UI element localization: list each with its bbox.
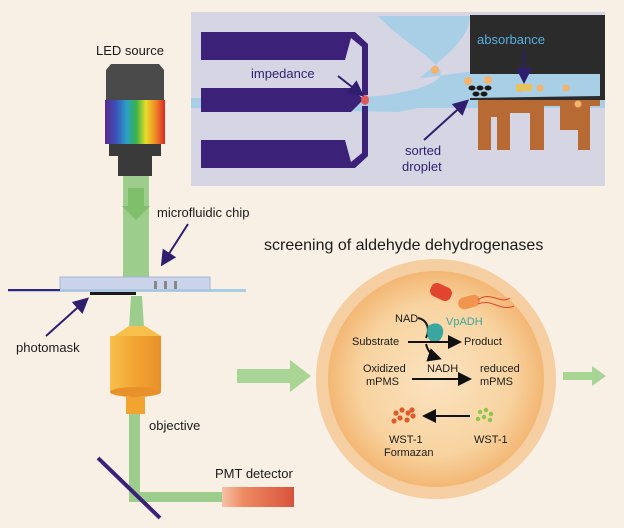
nadh-label: NADH [427,363,458,375]
led-lens-mount [118,156,152,176]
objective-label: objective [149,418,200,433]
product-label: Product [464,336,502,348]
vpadh-label: VpADH [446,316,483,328]
droplet [574,100,582,108]
formazan-label-1: WST-1 [389,434,423,446]
photomask-label: photomask [16,340,80,355]
chip-arrow [160,223,189,267]
channel-in-block [470,74,600,98]
vpadh-enzyme [427,323,444,343]
screening-title: screening of aldehyde dehydrogenases [264,237,543,254]
reduced-label-2: mPMS [480,376,513,388]
electrode-bottom [201,106,368,168]
chip-inset: impedance absorbance sorted droplet [191,12,605,186]
sorted-arrow [423,99,469,141]
beam-to-mirror [129,414,140,502]
nad-label: NAD [395,313,418,325]
wst1-label: WST-1 [474,434,508,446]
reduced-label-1: reduced [480,363,520,375]
droplet-label: droplet [402,159,442,174]
pmt-detector-label: PMT detector [215,466,293,481]
wst1-dots [475,407,494,423]
channel-lane [191,98,605,108]
bridge-electrodes [478,100,600,150]
objective-top [114,326,161,336]
substrate-label: Substrate [352,336,399,348]
objective-barrel [110,336,161,392]
led-spectrum [105,100,165,144]
photomask-arrow [45,297,89,337]
oxidized-label-2: mPMS [366,376,399,388]
impedance-arrow [337,75,365,97]
impedance-label: impedance [251,66,315,81]
beam-arrow [122,188,150,220]
formazan-label-2: Formazan [384,447,434,459]
pmt-detector [222,487,294,507]
impedance-sensor [361,95,369,105]
enzyme-capsule [430,282,515,310]
droplet [431,66,439,74]
beam-to-pmt [135,492,227,502]
nadh-curve-arrow [425,343,442,362]
microfluidic-chip-label: microfluidic chip [157,205,249,220]
junction-droplets [468,85,492,97]
beam-lower [129,296,144,328]
electrode-top [201,32,368,95]
flow-arrow-out [563,366,606,386]
electrode-middle [201,88,362,112]
sorted-label: sorted [405,143,441,158]
optical-setup: LED source microfluidic chip photomask o… [8,43,294,520]
droplet [536,84,544,92]
chip-body [59,276,211,291]
droplet [562,84,570,92]
nad-arrow [417,317,429,339]
chip-pins [154,281,177,289]
oxidized-label-1: Oxidized [363,363,406,375]
absorbance-label: absorbance [477,32,545,47]
formazan-dots [391,407,416,424]
objective-neck [126,397,145,414]
droplet [484,76,492,84]
absorbance-window [516,84,532,91]
objective-base [110,387,161,397]
led-source-label: LED source [96,43,164,58]
photomask-strip [90,292,136,295]
reaction-droplet: NAD VpADH Substrate Product Oxidized mPM… [316,259,556,499]
droplet [464,77,472,85]
led-collar [109,144,161,156]
led-housing [106,64,164,100]
mirror [96,456,162,520]
flow-arrow-in [237,360,311,392]
